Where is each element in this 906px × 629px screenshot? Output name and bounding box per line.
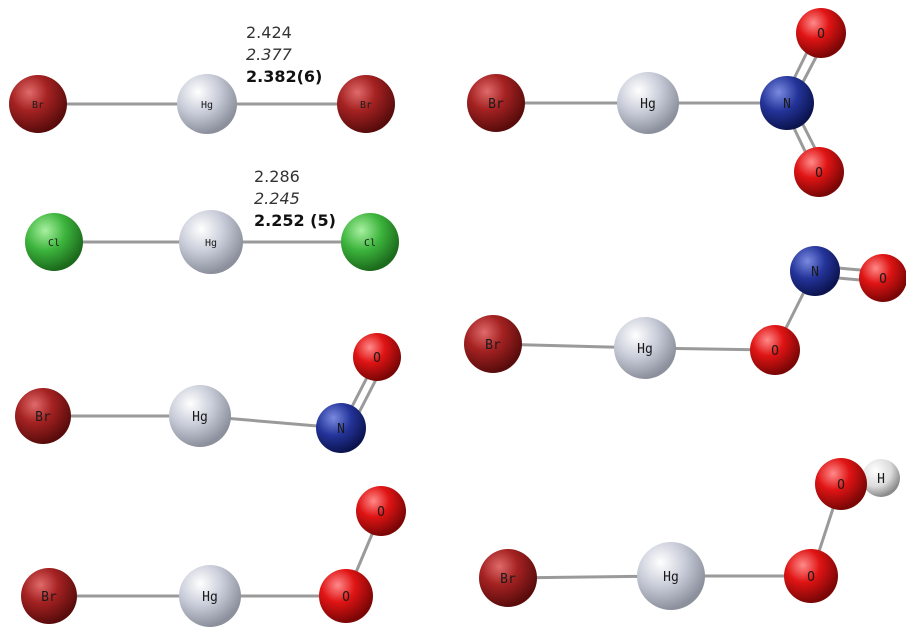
bond-length-value-bold: 2.382(6) bbox=[246, 67, 322, 86]
atom-o bbox=[356, 486, 406, 536]
atom-label: Cl bbox=[48, 238, 60, 249]
atom-hg bbox=[179, 565, 241, 627]
atom-label: O bbox=[342, 590, 350, 605]
atom-label: O bbox=[771, 344, 779, 359]
atom-hg bbox=[617, 72, 679, 134]
atom-br bbox=[21, 568, 77, 624]
molecule-brhgooh: Br Hg H O O bbox=[479, 458, 900, 610]
bond-length-hgbr2: 2.424 2.377 2.382(6) bbox=[246, 23, 322, 86]
bond-length-value: 2.424 bbox=[246, 23, 292, 42]
atom-o bbox=[796, 8, 846, 58]
atom-cl bbox=[25, 213, 83, 271]
molecule-brhgoo: Br Hg O O bbox=[21, 486, 406, 627]
atom-label: Br bbox=[488, 97, 504, 112]
atom-label: Hg bbox=[192, 410, 208, 425]
molecule-hgbr2: Br Hg Br bbox=[9, 74, 395, 134]
atom-o bbox=[815, 458, 867, 510]
atom-label: Hg bbox=[637, 342, 653, 357]
atom-hg bbox=[637, 542, 705, 610]
atom-label: Hg bbox=[201, 100, 213, 111]
bond-length-value-italic: 2.377 bbox=[246, 45, 293, 64]
atom-o bbox=[859, 254, 906, 302]
atom-label: Br bbox=[485, 338, 501, 353]
atom-n bbox=[316, 403, 366, 453]
atom-cl bbox=[341, 213, 399, 271]
atom-o bbox=[784, 549, 838, 603]
atom-o bbox=[794, 147, 844, 197]
atom-label: N bbox=[811, 265, 819, 280]
atom-label: Cl bbox=[364, 238, 376, 249]
molecule-hgcl2: Cl Hg Cl bbox=[25, 210, 399, 274]
atom-label: Br bbox=[500, 572, 516, 587]
atom-o bbox=[319, 569, 373, 623]
atom-br bbox=[467, 74, 525, 132]
atom-label: O bbox=[817, 27, 825, 42]
molecule-brhgno: Br Hg O N bbox=[15, 333, 401, 453]
atom-label: O bbox=[373, 351, 381, 366]
molecule-brhgono: Br Hg O N O bbox=[464, 246, 906, 379]
bond-length-value-italic: 2.245 bbox=[254, 189, 300, 208]
atom-h bbox=[862, 459, 900, 497]
molecule-brhgno2: Br Hg O O N bbox=[467, 8, 846, 197]
atom-label: N bbox=[337, 422, 345, 437]
atom-label: O bbox=[837, 478, 845, 493]
atom-hg bbox=[614, 317, 676, 379]
atom-label: O bbox=[815, 166, 823, 181]
atom-hg bbox=[169, 385, 231, 447]
atom-br bbox=[464, 315, 522, 373]
atom-o bbox=[750, 325, 800, 375]
atom-label: Hg bbox=[205, 238, 217, 249]
atom-label: O bbox=[377, 505, 385, 520]
atom-br bbox=[479, 549, 537, 607]
atom-n bbox=[760, 76, 814, 130]
bonds bbox=[36, 32, 885, 598]
bond-length-value-bold: 2.252 (5) bbox=[254, 211, 336, 230]
atom-label: Br bbox=[360, 100, 372, 111]
atom-label: Hg bbox=[202, 590, 218, 605]
atom-label: N bbox=[783, 97, 791, 112]
atom-label: Hg bbox=[663, 570, 679, 585]
atom-br bbox=[337, 75, 395, 133]
bond-length-hgcl2: 2.286 2.245 2.252 (5) bbox=[254, 167, 336, 230]
atom-hg bbox=[177, 74, 237, 134]
atom-o bbox=[353, 333, 401, 381]
atom-label: Hg bbox=[640, 97, 656, 112]
atom-hg bbox=[179, 210, 243, 274]
atom-label: O bbox=[879, 272, 887, 287]
atom-label: Br bbox=[35, 410, 51, 425]
atom-label: O bbox=[807, 570, 815, 585]
atom-br bbox=[9, 75, 67, 133]
atom-label: H bbox=[877, 472, 885, 487]
atom-br bbox=[15, 388, 71, 444]
atom-n bbox=[790, 246, 840, 296]
atom-label: Br bbox=[41, 590, 57, 605]
atom-label: Br bbox=[32, 100, 44, 111]
bond-length-value: 2.286 bbox=[254, 167, 300, 186]
